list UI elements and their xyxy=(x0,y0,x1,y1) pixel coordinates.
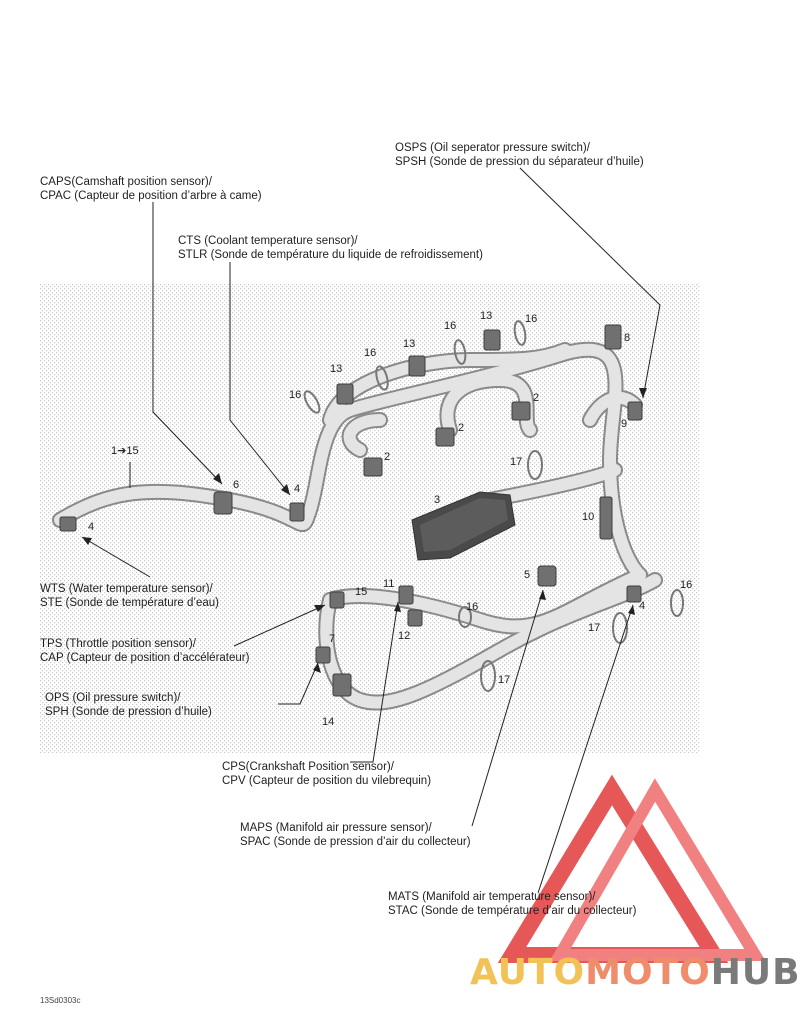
callout-11: 11 xyxy=(383,578,395,590)
connector-7 xyxy=(315,646,331,664)
watermark-auto: AUTO xyxy=(470,952,586,993)
connector-10 xyxy=(599,496,613,540)
callout-15: 15 xyxy=(355,586,368,598)
cts-label-fr: STLR (Sonde de température du liquide de… xyxy=(178,249,483,261)
wts-label-en: WTS (Water temperature sensor)/ xyxy=(40,583,213,595)
callout-13-c: 13 xyxy=(480,310,493,322)
connector-2b xyxy=(435,427,455,447)
connector-12 xyxy=(407,609,423,627)
connector-8 xyxy=(604,324,622,350)
sensor-connectors xyxy=(59,324,643,697)
diagram-background xyxy=(40,283,700,753)
figure-code: 13Sd0303c xyxy=(40,996,81,1005)
cps-label-en: CPS(Crankshaft Position sensor)/ xyxy=(222,761,394,773)
cps-label: CPS(Crankshaft Position sensor)/ CPV (Ca… xyxy=(222,760,431,788)
callout-17-c: 17 xyxy=(498,674,511,686)
callout-16-a: 16 xyxy=(289,389,302,401)
callout-13-b: 13 xyxy=(403,338,416,350)
cts-label: CTS (Coolant temperature sensor)/ STLR (… xyxy=(178,234,483,262)
mats-label: MATS (Manifold air temperature sensor)/ … xyxy=(388,890,636,918)
leader-lines xyxy=(81,167,661,894)
osps-label-en: OSPS (Oil seperator pressure switch)/ xyxy=(395,142,590,154)
callout-7: 7 xyxy=(329,633,336,645)
connector-9 xyxy=(627,401,643,421)
callout-13-a: 13 xyxy=(330,363,343,375)
callout-16-c: 16 xyxy=(444,320,457,332)
connector-5 xyxy=(537,565,557,587)
watermark-moto: MOTO xyxy=(585,952,711,993)
tps-label: TPS (Throttle position sensor)/ CAP (Cap… xyxy=(40,637,249,665)
osps-label: OSPS (Oil seperator pressure switch)/ SP… xyxy=(395,141,644,169)
maps-label-en: MAPS (Manifold air pressure sensor)/ xyxy=(240,822,432,834)
connector-2c xyxy=(511,401,531,421)
connector-13a xyxy=(336,383,354,405)
callout-8: 8 xyxy=(624,332,631,344)
callout-3: 3 xyxy=(434,494,441,506)
callout-4-wts: 4 xyxy=(88,521,95,533)
tps-label-fr: CAP (Capteur de position d’accélérateur) xyxy=(40,652,250,664)
watermark-logo xyxy=(497,774,766,963)
callout-17-a: 17 xyxy=(510,456,523,468)
osps-label-fr: SPSH (Sonde de pression du séparateur d’… xyxy=(395,156,644,168)
cable-ties xyxy=(303,320,684,692)
caps-label-en: CAPS(Camshaft position sensor)/ xyxy=(40,176,212,188)
mats-label-en: MATS (Manifold air temperature sensor)/ xyxy=(388,891,596,903)
connector-caps xyxy=(213,491,233,515)
wts-label: WTS (Water temperature sensor)/ STE (Son… xyxy=(40,582,219,610)
leader-arrowheads xyxy=(82,388,647,673)
connector-2a xyxy=(363,457,383,477)
connector-14 xyxy=(332,673,352,697)
watermark-hub: HUB xyxy=(710,952,800,993)
callout-16-f: 16 xyxy=(466,601,479,613)
connector-mats xyxy=(626,585,642,603)
ops-label-fr: SPH (Sonde de pression d’huile) xyxy=(45,706,212,718)
watermark-text: AUTOMOTOHUB xyxy=(470,952,800,993)
cts-label-en: CTS (Coolant temperature sensor)/ xyxy=(178,235,358,247)
callout-6: 6 xyxy=(233,479,240,491)
callout-5: 5 xyxy=(524,569,531,581)
ops-label-en: OPS (Oil pressure switch)/ xyxy=(45,692,181,704)
callout-16-b: 16 xyxy=(364,347,377,359)
callout-2-b: 2 xyxy=(458,422,465,434)
callout-range: 1➔15 xyxy=(111,445,139,457)
main-connector-3 xyxy=(411,491,516,561)
ops-label: OPS (Oil pressure switch)/ SPH (Sonde de… xyxy=(45,691,212,719)
connector-cts xyxy=(289,502,305,522)
callout-4-cts: 4 xyxy=(294,483,301,495)
callout-10: 10 xyxy=(582,511,595,523)
callout-2-c: 2 xyxy=(533,392,540,404)
caps-label-fr: CPAC (Capteur de position d’arbre à came… xyxy=(40,190,262,202)
callout-16-e: 16 xyxy=(680,579,693,591)
callout-12: 12 xyxy=(398,630,411,642)
callout-14: 14 xyxy=(322,716,335,728)
callout-16-d: 16 xyxy=(525,313,538,325)
cps-label-fr: CPV (Capteur de position du vilebrequin) xyxy=(222,775,432,787)
maps-label-fr: SPAC (Sonde de pression d’air du collect… xyxy=(240,836,471,848)
callout-17-b: 17 xyxy=(588,622,601,634)
mats-label-fr: STAC (Sonde de température d’air du coll… xyxy=(388,905,637,917)
tps-label-en: TPS (Throttle position sensor)/ xyxy=(40,638,196,650)
wts-label-fr: STE (Sonde de température d’eau) xyxy=(40,597,219,609)
connector-wts xyxy=(59,516,77,532)
connector-13c xyxy=(483,329,501,351)
caps-label: CAPS(Camshaft position sensor)/ CPAC (Ca… xyxy=(40,175,262,203)
connector-13b xyxy=(408,355,426,377)
callout-4-mats: 4 xyxy=(639,600,646,612)
callout-9: 9 xyxy=(621,418,628,430)
callout-2-a: 2 xyxy=(384,451,391,463)
connector-11 xyxy=(398,585,414,605)
connector-15 xyxy=(329,591,345,609)
maps-label: MAPS (Manifold air pressure sensor)/ SPA… xyxy=(240,821,471,849)
